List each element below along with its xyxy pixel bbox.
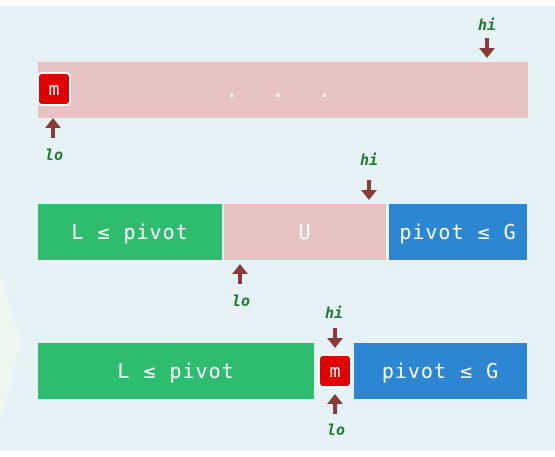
row2-hi-label: hi <box>360 151 379 169</box>
row3-lo-arrow-icon <box>327 394 343 414</box>
row3-lo-label: lo <box>327 421 346 439</box>
row1-ellipsis: . . . <box>224 77 342 103</box>
row1-unknown-bar: . . . <box>38 62 528 118</box>
row1-lo-label: lo <box>45 146 64 164</box>
row3-G-region: pivot ≤ G <box>354 343 527 399</box>
row3-hi-arrow-icon <box>327 328 343 348</box>
row3-L-region: L ≤ pivot <box>38 343 314 399</box>
row2-G-region: pivot ≤ G <box>389 204 527 260</box>
row1-hi-arrow-icon <box>479 38 495 58</box>
row1-hi-label: hi <box>478 16 497 34</box>
row3-m-marker: m <box>318 354 352 388</box>
row1-lo-arrow-icon <box>45 118 61 138</box>
row2-lo-label: lo <box>232 292 251 310</box>
row2-U-region: U <box>224 204 386 260</box>
row3-hi-label: hi <box>325 304 344 322</box>
row2-lo-arrow-icon <box>232 264 248 284</box>
row1-m-marker: m <box>37 72 71 106</box>
row2-hi-arrow-icon <box>361 180 377 200</box>
row2-L-region: L ≤ pivot <box>38 204 222 260</box>
